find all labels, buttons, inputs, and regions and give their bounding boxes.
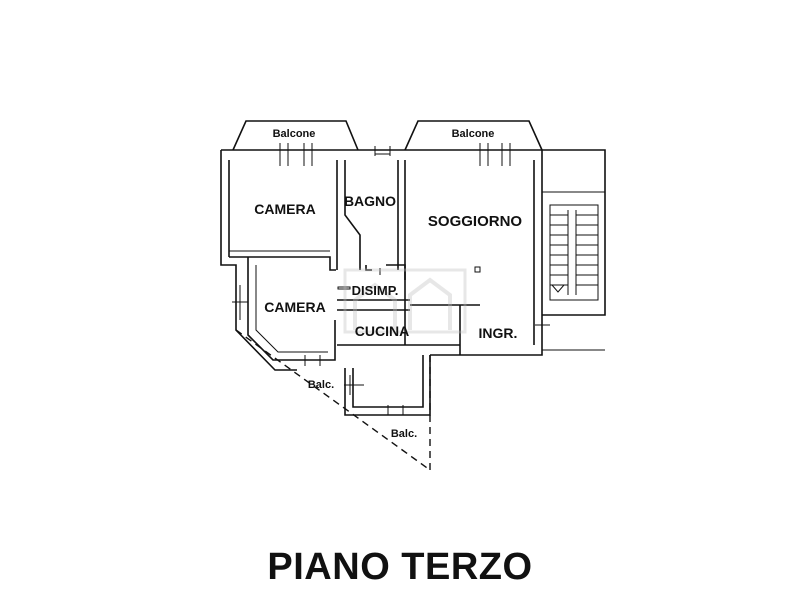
site-boundary <box>235 329 431 471</box>
floor-plan: CAMERA BAGNO SOGGIORNO DISIMP. CAMERA CU… <box>220 120 606 471</box>
room-label-camera-1: CAMERA <box>254 201 315 217</box>
room-label-ingr: INGR. <box>479 325 518 341</box>
balcony-label-left: Balcone <box>273 128 316 140</box>
room-label-bagno: BAGNO <box>344 193 396 209</box>
balcone-left-outline <box>232 120 359 151</box>
balcony-label-small-2: Balc. <box>391 428 417 440</box>
balcony-label-right: Balcone <box>452 128 495 140</box>
balcony-label-small-1: Balc. <box>308 379 334 391</box>
room-label-camera-2: CAMERA <box>264 299 325 315</box>
watermark-logo <box>343 268 467 334</box>
stairwell <box>542 149 606 351</box>
balcone-right-outline <box>404 120 543 151</box>
fixtures <box>337 266 550 326</box>
window-markers <box>232 143 511 415</box>
room-label-cucina: CUCINA <box>355 323 409 339</box>
interior-walls <box>229 160 480 361</box>
room-label-disimp: DISIMP. <box>352 283 399 298</box>
page-title: PIANO TERZO <box>267 546 533 588</box>
room-label-soggiorno: SOGGIORNO <box>428 213 523 230</box>
